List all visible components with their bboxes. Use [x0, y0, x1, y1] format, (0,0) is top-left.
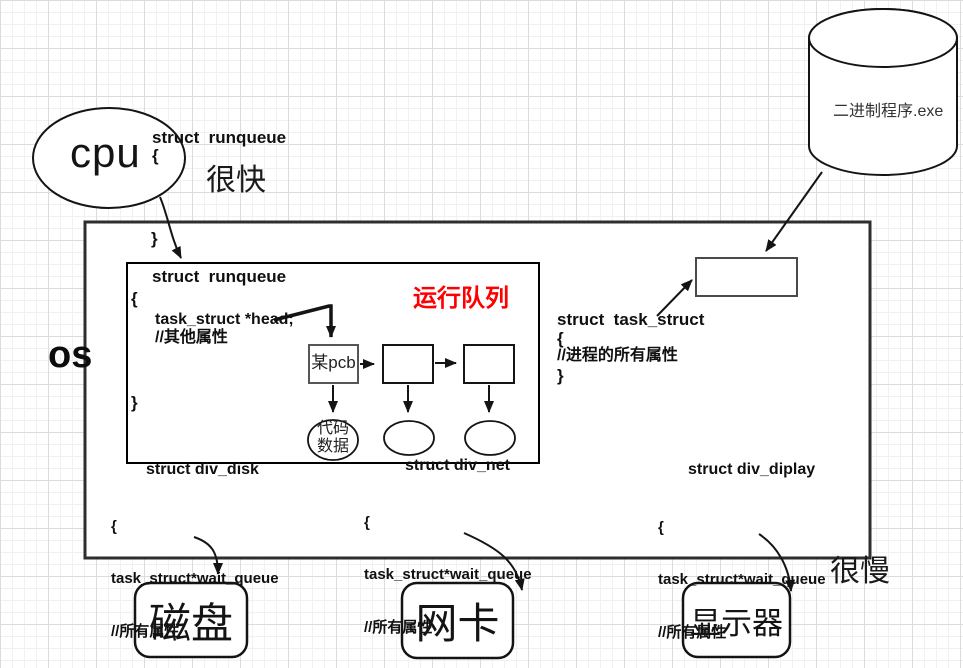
device-disk-label: 磁盘 [148, 599, 233, 647]
arrow-taskstruct-label-to-rect [656, 279, 693, 317]
cpu-label: cpu [70, 129, 141, 176]
process-data-ellipse-1 [307, 419, 359, 461]
div-diplay-block: { task_struct*wait_queue //所有属性 } [658, 484, 826, 668]
binary-program-cylinder-top [808, 8, 958, 68]
div-disk-title: struct div_disk [146, 461, 259, 478]
div-diplay-open-brace: { [658, 518, 664, 536]
div-disk-open-brace: { [111, 517, 117, 535]
div-diplay-title: struct div_diplay [688, 461, 816, 478]
task-struct-comment: //进程的所有属性 [557, 347, 678, 364]
div-net-title: struct div_net [405, 457, 510, 474]
arrow-disk-waitqueue-to-disk [193, 536, 223, 575]
arrow-head-pointer-to-pcb [273, 304, 336, 338]
runqueue-decl-title: struct runqueue [152, 128, 287, 147]
device-display-label: 显示器 [690, 605, 783, 641]
runqueue-box-title: struct runqueue [152, 267, 287, 286]
runqueue-box-close-brace: } [131, 393, 138, 412]
runqueue-head-field: task_struct *head; [155, 311, 294, 328]
device-disk-box [133, 581, 249, 659]
device-net-label: 网卡 [415, 600, 500, 647]
div-disk-block: { task_struct*wait_queue //所有属性 } [111, 483, 279, 668]
very-fast-label: 很快 [206, 164, 266, 197]
div-net-field: task_struct*wait_queue [364, 566, 532, 584]
div-net-block: { task_struct*wait_queue //所有属性 } [364, 479, 532, 668]
div-net-open-brace: { [364, 513, 370, 531]
process-data-ellipse-3 [464, 420, 516, 456]
pcb-node-1 [308, 344, 359, 384]
div-disk-field: task_struct*wait_queue [111, 570, 279, 588]
div-diplay-field: task_struct*wait_queue [658, 571, 826, 589]
div-disk-comment: //所有属性 [111, 622, 180, 640]
code-label: 代码 [316, 420, 349, 437]
runqueue-decl-close-brace: } [151, 229, 158, 248]
task-struct-close-brace: } [557, 366, 564, 385]
device-display-box [681, 581, 792, 659]
task-struct-title: struct task_struct [557, 310, 705, 329]
os-label: os [48, 334, 93, 376]
task-struct-open-brace: { [557, 329, 564, 348]
task-struct-rect [695, 257, 798, 297]
pcb-node-2 [382, 344, 434, 384]
data-label: 数据 [316, 438, 349, 455]
runqueue-decl-open-brace: { [152, 146, 159, 165]
pcb-label: 某pcb [311, 353, 356, 372]
arrow-display-waitqueue-to-display [758, 533, 796, 592]
pcb-node-3 [463, 344, 515, 384]
device-net-box [400, 581, 515, 660]
runqueue-comment: //其他属性 [155, 329, 228, 346]
binary-program-label: 二进制程序.exe [833, 103, 944, 120]
run-queue-caption: 运行队列 [413, 285, 509, 312]
process-data-ellipse-2 [383, 420, 435, 456]
arrow-net-waitqueue-to-net [463, 532, 525, 591]
cpu-ellipse [32, 107, 186, 209]
div-net-comment: //所有属性 [364, 618, 433, 636]
runqueue-box-open-brace: { [131, 289, 138, 308]
arrow-cpu-to-runqueue [159, 196, 182, 259]
very-slow-label: 很慢 [830, 555, 890, 588]
div-diplay-comment: //所有属性 [658, 623, 727, 641]
arrow-binary-to-taskstruct-rect [765, 171, 823, 252]
